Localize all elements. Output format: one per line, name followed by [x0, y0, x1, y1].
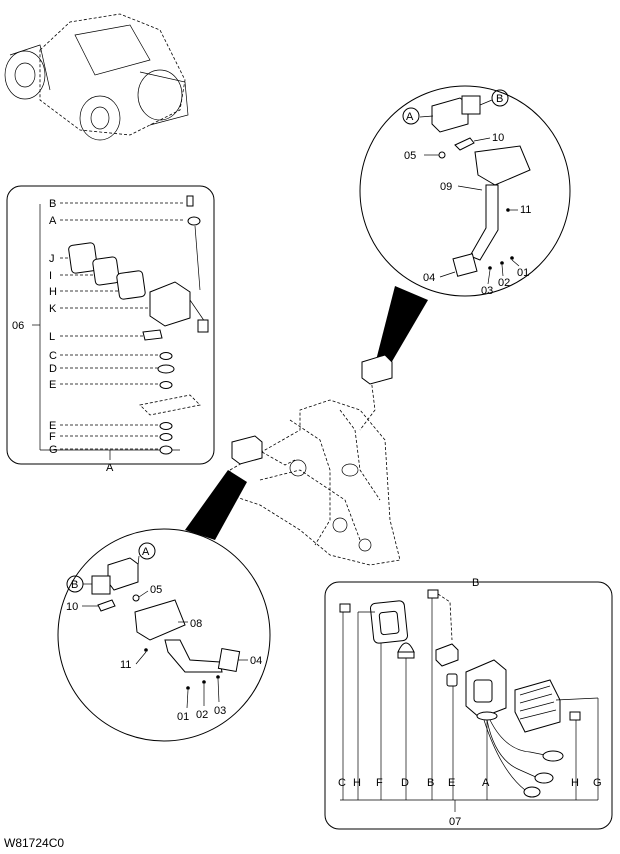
detail-a-rows: B A J I H K L C D E E F G	[49, 198, 185, 456]
lower-circle-detail: A B 05 10 08 11 04 01 02 03	[57, 470, 271, 742]
detail-b-letter: H	[571, 777, 579, 789]
detail-a-row-label: A	[49, 215, 57, 227]
detail-a-group-label: 06	[12, 320, 24, 332]
main-frame-assembly	[229, 354, 401, 566]
upper-label: 05	[404, 150, 416, 162]
detail-b-letters: C H F D B E A H G	[338, 777, 602, 789]
upper-callout-a: A	[406, 111, 414, 123]
upper-label: 10	[492, 132, 504, 144]
detail-b-leaders	[342, 598, 599, 800]
detail-b-parts	[339, 589, 599, 798]
detail-a-row-label: B	[49, 198, 56, 210]
lower-label: 02	[196, 709, 208, 721]
lower-label: 10	[66, 601, 78, 613]
detail-a-panel: 06 A B A J I H K L C D E E	[6, 185, 215, 474]
detail-a-row-label: F	[49, 431, 56, 443]
upper-label: 09	[440, 181, 452, 193]
figure-code: W81724C0	[4, 836, 65, 850]
upper-label: 11	[520, 204, 531, 216]
detail-a-row-label: K	[49, 303, 57, 315]
detail-a-row-label: C	[49, 350, 57, 362]
detail-a-row-label: D	[49, 363, 57, 375]
detail-a-row-label: G	[49, 444, 58, 456]
detail-a-row-label: E	[49, 379, 56, 391]
lower-label: 04	[250, 655, 262, 667]
loader-thumbnail	[4, 13, 189, 141]
detail-a-row-label: J	[49, 253, 55, 265]
detail-a-row-label: I	[49, 270, 52, 282]
detail-b-letter: C	[338, 777, 346, 789]
detail-b-letter: B	[427, 777, 434, 789]
lower-label: 11	[120, 659, 131, 671]
detail-b-letter: A	[482, 777, 490, 789]
detail-b-top-label: B	[472, 577, 479, 589]
detail-b-group-label: 07	[449, 816, 461, 828]
lower-label: 05	[150, 584, 162, 596]
detail-a-bottom-label: A	[106, 462, 114, 474]
detail-b-letter: D	[401, 777, 409, 789]
upper-label: 02	[498, 277, 510, 289]
upper-label: 03	[481, 285, 493, 297]
lower-label: 03	[214, 705, 226, 717]
lower-label: 08	[190, 618, 202, 630]
upper-callout-b: B	[496, 93, 503, 105]
detail-b-letter: H	[353, 777, 361, 789]
detail-b-letter: F	[376, 777, 383, 789]
detail-a-row-label: L	[49, 331, 55, 343]
detail-a-row-label: E	[49, 420, 56, 432]
detail-b-letter: E	[448, 777, 455, 789]
lower-label: 01	[177, 711, 189, 723]
detail-a-parts	[68, 195, 209, 455]
lower-callout-a: A	[142, 546, 150, 558]
detail-a-row-label: H	[49, 286, 57, 298]
lower-callout-b: B	[71, 579, 78, 591]
upper-label: 01	[517, 267, 529, 279]
upper-label: 04	[423, 272, 435, 284]
detail-b-panel: B 07 C H F D B E A H G	[324, 577, 613, 830]
detail-b-letter: G	[593, 777, 602, 789]
upper-circle-detail: A B 10 05 09 11 04 03 02 01	[359, 85, 571, 382]
